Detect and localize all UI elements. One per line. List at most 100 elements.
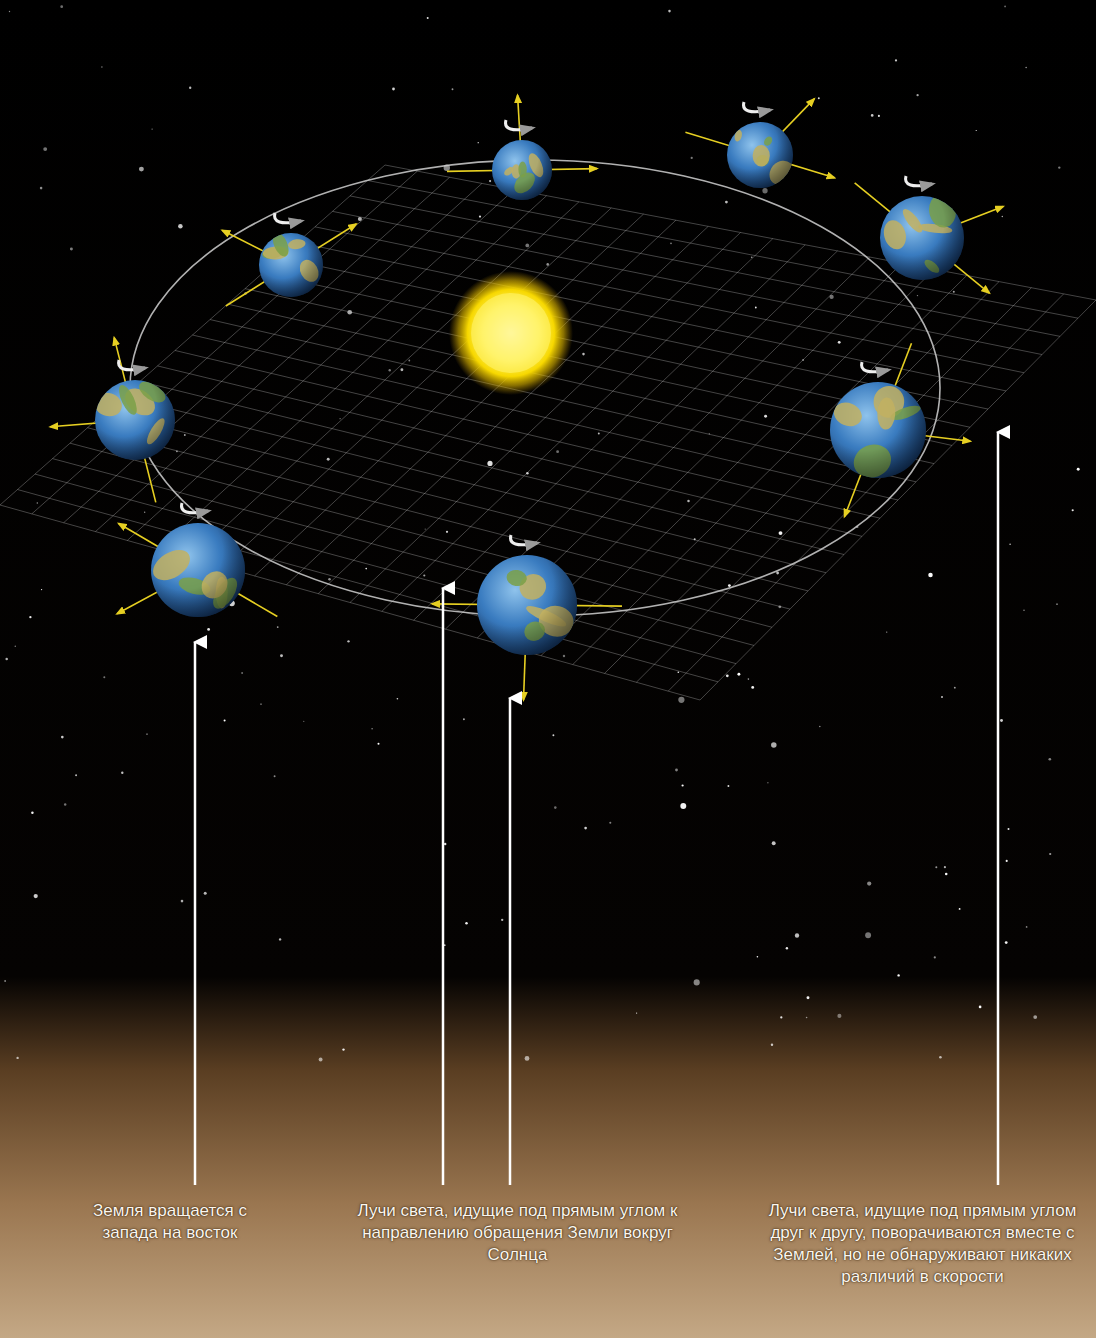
- star: [397, 698, 399, 700]
- star: [871, 114, 874, 117]
- star: [444, 843, 446, 845]
- star: [678, 697, 684, 703]
- star: [4, 980, 6, 982]
- star: [636, 1012, 637, 1013]
- earth-globe: [492, 140, 552, 200]
- star: [339, 418, 340, 419]
- star: [979, 1006, 982, 1009]
- globe-shade: [727, 122, 793, 188]
- star: [959, 908, 961, 910]
- star: [668, 10, 671, 13]
- star: [1008, 828, 1010, 830]
- star: [677, 671, 679, 673]
- star: [178, 224, 183, 229]
- star: [347, 640, 349, 642]
- globe-shade: [151, 523, 245, 617]
- star: [34, 894, 38, 898]
- globe-shade: [880, 196, 964, 280]
- star: [819, 726, 821, 728]
- star: [780, 1016, 782, 1018]
- star: [779, 531, 783, 535]
- star: [274, 775, 276, 777]
- star: [327, 458, 330, 461]
- light-ray-arrow: [226, 224, 356, 306]
- grid-line: [228, 304, 935, 464]
- star: [1009, 543, 1011, 545]
- sun-glow: [449, 271, 573, 395]
- star: [818, 97, 820, 99]
- star: [181, 900, 184, 903]
- grid-line: [414, 245, 806, 620]
- pointer-arrow: [442, 588, 445, 1185]
- orbit-line: [130, 160, 940, 616]
- star: [319, 1058, 323, 1062]
- rotation-arrow: [506, 120, 532, 130]
- star: [501, 919, 503, 921]
- star: [1058, 166, 1060, 168]
- star: [726, 674, 729, 677]
- star: [751, 686, 754, 689]
- rotation-arrow: [119, 360, 145, 370]
- star: [204, 892, 207, 895]
- star: [584, 827, 587, 830]
- star: [886, 631, 887, 632]
- earth-figure: [50, 338, 175, 503]
- earth-figure: [830, 343, 970, 517]
- star: [728, 584, 731, 587]
- star: [928, 573, 933, 578]
- star: [748, 678, 750, 680]
- star: [365, 568, 367, 570]
- grid-line: [382, 239, 773, 612]
- star: [61, 736, 64, 739]
- star: [837, 1014, 841, 1018]
- rotation-arrow: [862, 362, 888, 372]
- earth-globe: [880, 196, 964, 280]
- pointer-arrow: [194, 642, 197, 1185]
- grid-line: [668, 294, 1063, 691]
- star: [1026, 926, 1028, 928]
- earth-figure: [432, 535, 622, 700]
- star: [479, 215, 481, 217]
- star: [609, 822, 611, 824]
- star: [139, 167, 144, 172]
- earth-figure: [685, 99, 834, 190]
- star: [954, 687, 956, 689]
- star: [976, 130, 977, 131]
- earth-group: [50, 95, 1003, 700]
- star: [121, 771, 123, 773]
- globe-shade: [95, 380, 175, 460]
- star: [867, 881, 871, 885]
- star: [680, 803, 686, 809]
- star: [552, 734, 554, 736]
- star: [60, 5, 63, 8]
- star: [838, 341, 841, 344]
- earth-globe: [830, 382, 926, 478]
- pointer-arrow: [997, 432, 1000, 1185]
- caption-text: Лучи света, идущие под прямым углом друг…: [755, 1200, 1090, 1288]
- star: [144, 512, 145, 513]
- star: [5, 658, 8, 661]
- rotation-arrow: [182, 503, 208, 513]
- caption-text: Лучи света, идущие под прямым углом к на…: [345, 1200, 690, 1266]
- star: [277, 626, 279, 628]
- star: [1033, 1015, 1037, 1019]
- star: [40, 187, 43, 190]
- star: [1006, 860, 1008, 862]
- star: [737, 673, 740, 676]
- light-ray-arrow: [119, 523, 278, 616]
- star: [563, 655, 565, 657]
- light-ray-arrow: [855, 183, 990, 293]
- star: [944, 866, 946, 868]
- star: [935, 866, 937, 868]
- star: [224, 719, 226, 721]
- earth-figure: [222, 213, 356, 306]
- earth-globe: [477, 555, 577, 655]
- star: [489, 180, 491, 182]
- star: [806, 1017, 808, 1019]
- star: [151, 128, 152, 129]
- star: [377, 743, 379, 745]
- star: [582, 353, 585, 356]
- star: [389, 369, 391, 371]
